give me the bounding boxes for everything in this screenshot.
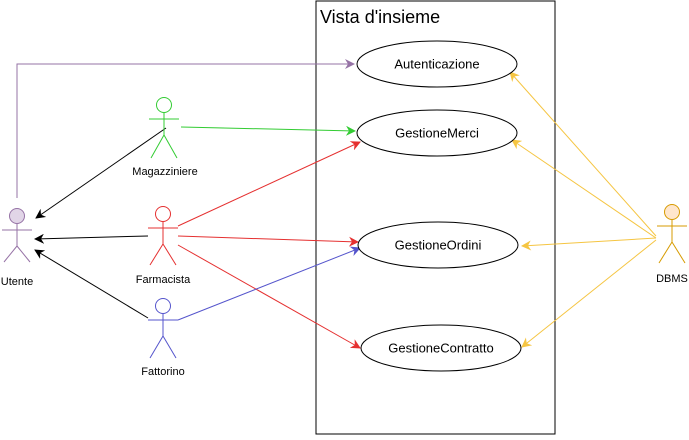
edge-dbms-gestionecontratto	[521, 239, 657, 348]
usecase-label: GestioneContratto	[388, 341, 494, 356]
edge-farmacista-gestioneordini	[177, 235, 359, 247]
usecase-gestione-ordini[interactable]: GestioneOrdini	[357, 221, 519, 269]
usecase-autenticazione[interactable]: Autenticazione	[356, 40, 518, 88]
edge-farmacista-gestionecontratto	[177, 244, 361, 349]
actor-magazziniere[interactable]	[149, 97, 179, 159]
actor-label-farmacista: Farmacista	[136, 274, 191, 286]
usecase-label: GestioneOrdini	[395, 238, 482, 253]
actor-farmacista[interactable]	[148, 206, 178, 266]
edge-dbms-gestionemerci	[511, 139, 657, 239]
actor-label-fattorino: Fattorino	[141, 366, 184, 378]
usecase-label: GestioneMerci	[395, 126, 479, 141]
system-title: Vista d'insieme	[320, 7, 440, 27]
edge-farmacista-gestionemerci	[177, 141, 361, 227]
actor-head	[664, 204, 680, 220]
edge-dbms-autenticazione	[509, 71, 657, 237]
edge-fattorino-utente	[34, 249, 149, 319]
usecase-label: Autenticazione	[394, 57, 479, 72]
actor-head	[156, 97, 172, 113]
usecase-gestione-merci[interactable]: GestioneMerci	[356, 109, 518, 157]
actor-head	[9, 208, 25, 224]
actor-head	[155, 298, 171, 314]
actor-head	[155, 206, 171, 222]
actor-fattorino[interactable]	[148, 298, 178, 359]
actor-dbms[interactable]	[657, 204, 687, 264]
usecase-gestione-contratto[interactable]: GestioneContratto	[360, 324, 522, 372]
actor-label-dbms: DBMS	[656, 273, 688, 285]
edge-magazziniere-utente	[35, 127, 167, 219]
edge-farmacista-utente	[34, 233, 149, 244]
actor-utente[interactable]	[2, 208, 32, 263]
actor-label-utente: Utente	[1, 276, 33, 288]
edge-fattorino-gestioneordini	[177, 246, 361, 321]
actor-label-magazziniere: Magazziniere	[132, 166, 197, 178]
edge-utente-autenticazione	[16, 59, 355, 198]
edge-dbms-gestioneordini	[521, 237, 657, 251]
edge-magazziniere-gestionemerci	[180, 125, 356, 136]
